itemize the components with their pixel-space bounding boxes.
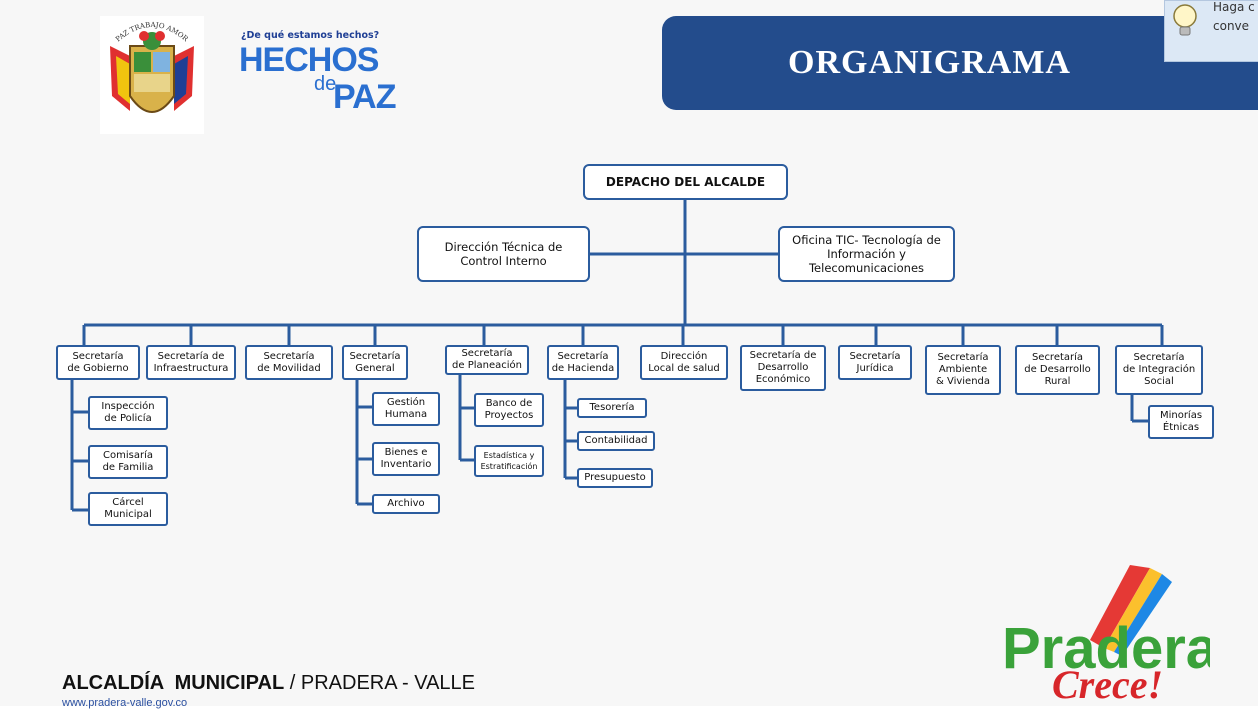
org-node-inspeccion-policia[interactable]: Inspección de Policía	[88, 396, 168, 430]
logo-slogan: Crece!	[1052, 662, 1163, 700]
brand-hechos: HECHOS	[239, 41, 379, 79]
logo-word: Pradera	[1002, 616, 1210, 681]
org-node-secretaria-planeacion[interactable]: Secretaría de Planeación	[445, 345, 529, 375]
org-node-gestion-humana[interactable]: Gestión Humana	[372, 392, 440, 426]
org-node-secretaria-hacienda[interactable]: Secretaría de Hacienda	[547, 345, 619, 380]
org-node-oficina-tic[interactable]: Oficina TIC- Tecnología de Información y…	[778, 226, 955, 282]
org-node-secretaria-ambiente[interactable]: Secretaría Ambiente & Vivienda	[925, 345, 1001, 395]
org-node-secretaria-desarrollo-rural[interactable]: Secretaría de Desarrollo Rural	[1015, 345, 1100, 395]
org-node-secretaria-integracion-social[interactable]: Secretaría de Integración Social	[1115, 345, 1203, 395]
org-node-direccion-salud[interactable]: Dirección Local de salud	[640, 345, 728, 380]
org-node-secretaria-juridica[interactable]: Secretaría Jurídica	[838, 345, 912, 380]
org-node-top[interactable]: DEPACHO DEL ALCALDE	[583, 164, 788, 200]
brand-paz: PAZ	[333, 78, 396, 116]
org-node-bienes-inventario[interactable]: Bienes e Inventario	[372, 442, 440, 476]
brand-de: de	[314, 73, 337, 95]
org-node-minorias-etnicas[interactable]: Minorías Étnicas	[1148, 405, 1214, 439]
org-node-estadistica[interactable]: Estadística y Estratificación	[474, 445, 544, 477]
org-node-secretaria-infraestructura[interactable]: Secretaría de Infraestructura	[146, 345, 236, 380]
org-node-contabilidad[interactable]: Contabilidad	[577, 431, 655, 451]
org-node-tesoreria[interactable]: Tesorería	[577, 398, 647, 418]
org-node-secretaria-movilidad[interactable]: Secretaría de Movilidad	[245, 345, 333, 380]
org-node-secretaria-desarrollo-economico[interactable]: Secretaría de Desarrollo Económico	[740, 345, 826, 391]
org-node-archivo[interactable]: Archivo	[372, 494, 440, 514]
title-banner	[662, 16, 1258, 110]
footer-municipality: ALCALDÍA MUNICIPAL / PRADERA - VALLE	[62, 672, 476, 694]
hint-text: Haga c conve	[1213, 0, 1255, 33]
page-title: ORGANIGRAMA	[788, 44, 1071, 81]
coat-of-arms-icon: PAZ TRABAJO AMOR	[100, 16, 204, 134]
tagline: ¿De qué estamos hechos?	[241, 30, 380, 41]
org-node-carcel-municipal[interactable]: Cárcel Municipal	[88, 492, 168, 526]
footer-url[interactable]: www.pradera-valle.gov.co	[62, 697, 188, 709]
pradera-crece-logo: Pradera Crece!	[1002, 565, 1210, 700]
org-node-presupuesto[interactable]: Presupuesto	[577, 468, 653, 488]
org-node-secretaria-gobierno[interactable]: Secretaría de Gobierno	[56, 345, 140, 380]
org-node-secretaria-general[interactable]: Secretaría General	[342, 345, 408, 380]
org-node-banco-proyectos[interactable]: Banco de Proyectos	[474, 393, 544, 427]
org-node-comisaria-familia[interactable]: Comisaría de Familia	[88, 445, 168, 479]
lightbulb-icon	[1173, 4, 1197, 36]
org-node-control-interno[interactable]: Dirección Técnica de Control Interno	[417, 226, 590, 282]
